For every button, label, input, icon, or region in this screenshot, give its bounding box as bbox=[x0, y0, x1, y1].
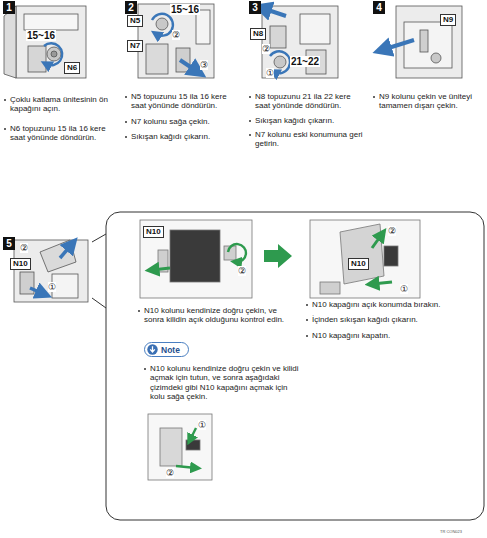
callout-number: ② bbox=[238, 266, 246, 276]
part-label: N10 bbox=[143, 226, 164, 238]
part-label: N8 bbox=[250, 28, 266, 40]
step-number: 2 bbox=[125, 1, 137, 14]
bullet-dot bbox=[144, 368, 146, 370]
turn-count: 21~22 bbox=[290, 56, 320, 67]
instruction-text: N9 kolunu çekin ve üniteyi tamamen dışar… bbox=[379, 92, 479, 111]
bullet-dot bbox=[125, 96, 127, 98]
note-icon bbox=[147, 344, 158, 355]
note-tag: Note bbox=[144, 342, 189, 357]
bullet-dot bbox=[306, 304, 308, 306]
bullet-dot bbox=[249, 120, 251, 122]
callout-number: ② bbox=[262, 44, 270, 54]
instruction-text: N5 topuzunu 15 ila 16 kere saat yönünde … bbox=[131, 92, 243, 111]
callout-number: ② bbox=[20, 243, 28, 253]
callout-number: ② bbox=[388, 226, 396, 236]
part-label: N7 bbox=[127, 40, 143, 52]
turn-count: 15~16 bbox=[170, 4, 200, 15]
bullet-dot bbox=[306, 319, 308, 321]
instruction-text: N8 topuzunu 21 ila 22 kere saat yönünde … bbox=[255, 92, 367, 111]
bullet-dot bbox=[249, 96, 251, 98]
bullet-dot bbox=[249, 134, 251, 136]
figure-code: TR CON023 bbox=[440, 529, 462, 534]
instruction-text: N6 topuzunu 15 ila 16 kere saat yönünde … bbox=[10, 124, 118, 143]
instruction-text: N7 kolunu sağa çekin. bbox=[131, 117, 243, 126]
step-instruction: N10 kapağını kapatın. bbox=[312, 331, 452, 340]
bullet-dot bbox=[125, 121, 127, 123]
instruction-text: N7 kolunu eski konumuna geri getirin. bbox=[255, 130, 367, 149]
step-instruction: N10 kolunu kendinize doğru çekin, ve son… bbox=[144, 306, 294, 325]
callout-number: ① bbox=[198, 420, 206, 430]
part-label: N10 bbox=[10, 258, 31, 270]
callout-tail bbox=[92, 234, 106, 308]
part-label: N9 bbox=[440, 14, 456, 26]
turn-count: 15~16 bbox=[26, 30, 56, 41]
instruction-text: Çoklu katlama ünitesinin ön kapağını açı… bbox=[10, 95, 118, 114]
step-number: 1 bbox=[3, 1, 15, 14]
bullet-dot bbox=[373, 96, 375, 98]
part-label: N5 bbox=[127, 15, 143, 27]
step-panel: 1 bbox=[2, 0, 96, 82]
step-panel: 4 bbox=[372, 0, 466, 82]
part-label: N6 bbox=[64, 62, 80, 74]
note-heading: Note bbox=[161, 345, 180, 355]
callout-number: ② bbox=[166, 468, 174, 478]
callout-number: ② bbox=[172, 30, 180, 40]
bullet-dot bbox=[138, 310, 140, 312]
callout-number: ① bbox=[48, 282, 56, 292]
step-panel: 3 bbox=[248, 0, 342, 82]
bullet-dot bbox=[125, 136, 127, 138]
step-number: 5 bbox=[3, 237, 15, 250]
step-panel: 5 bbox=[2, 236, 96, 306]
callout-number: ③ bbox=[200, 60, 208, 70]
part-label: N10 bbox=[348, 258, 369, 270]
step-instruction: N10 kapağını açık konumda bırakın. bbox=[312, 300, 452, 309]
step-number: 4 bbox=[373, 1, 385, 14]
step-number: 3 bbox=[249, 1, 261, 14]
bullet-dot bbox=[4, 128, 6, 130]
callout-number: ① bbox=[266, 68, 274, 78]
note-text: N10 kolunu kendinize doğru çekin ve kili… bbox=[150, 364, 300, 401]
step-instruction: İçinden sıkışan kağıdı çıkarın. bbox=[312, 315, 452, 324]
instruction-text: Sıkışan kağıdı çıkarın. bbox=[131, 132, 243, 141]
bullet-dot bbox=[4, 99, 6, 101]
callout-number: ① bbox=[400, 284, 408, 294]
bullet-dot bbox=[306, 335, 308, 337]
instruction-text: Sıkışan kağıdı çıkarın. bbox=[255, 116, 367, 125]
